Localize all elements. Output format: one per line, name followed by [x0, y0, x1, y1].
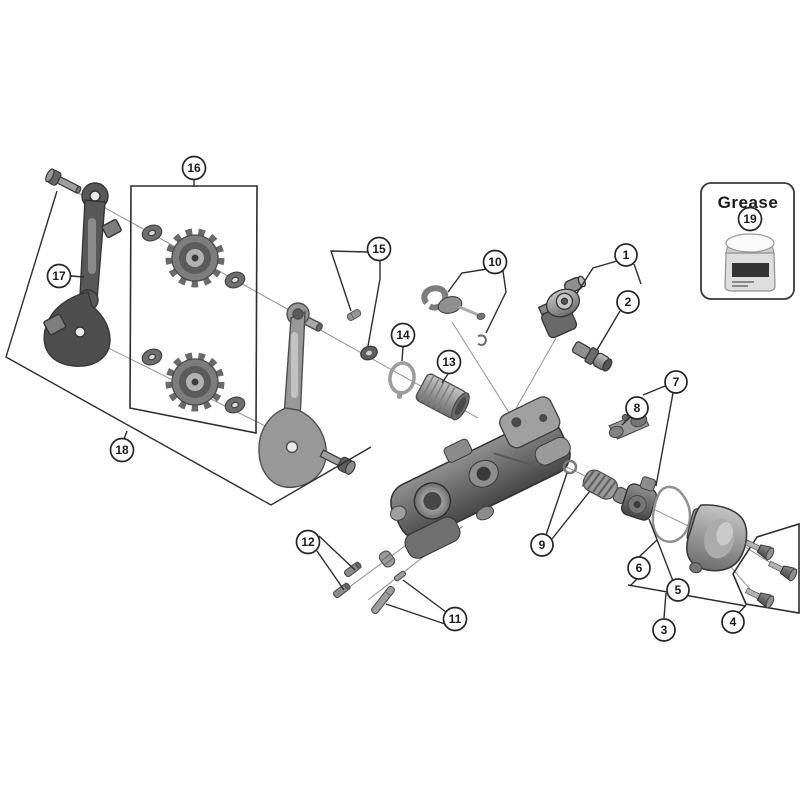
derailleur-body: [389, 396, 571, 559]
seal-ring: [388, 361, 416, 399]
grease-jar-illustration: [724, 233, 776, 292]
callout-2: 2: [616, 290, 640, 314]
callout-4: 4: [721, 610, 745, 634]
svg-text:9: 9: [539, 538, 546, 552]
callout-6: 6: [627, 556, 651, 580]
group-box-16: [129, 185, 258, 434]
callout-5: 5: [666, 578, 690, 602]
svg-text:4: 4: [730, 615, 737, 629]
svg-text:1: 1: [623, 248, 630, 262]
svg-text:16: 16: [187, 161, 201, 175]
callouts: 1 2 3 4 5 6 7 8 9 10 11 12 13 14 15 16 1…: [46, 155, 763, 642]
cover-screws: [744, 539, 798, 609]
axle-bolt: [571, 341, 613, 372]
small-pin: [393, 570, 407, 582]
svg-text:5: 5: [675, 583, 682, 597]
axle-washer: [360, 345, 378, 361]
callout-1: 1: [614, 243, 638, 267]
cable-clip: [477, 334, 488, 346]
callout-19: 19: [737, 206, 763, 232]
jockey-wheel-lower: [165, 352, 225, 412]
pulley-washers: [141, 224, 246, 414]
screw: [744, 539, 775, 561]
callout-12: 12: [295, 529, 321, 555]
callout-17: 17: [46, 263, 72, 289]
bracket-axle-unit: [537, 275, 587, 339]
grease-box: Grease: [700, 182, 795, 300]
svg-text:19: 19: [743, 212, 757, 226]
o-ring: [562, 459, 578, 475]
svg-text:13: 13: [442, 355, 456, 369]
callout-9: 9: [530, 533, 554, 557]
callout-16: 16: [181, 155, 207, 181]
threaded-cap: [415, 373, 470, 421]
callout-8: 8: [625, 396, 649, 420]
callout-brackets: [5, 180, 751, 625]
adjust-unit: [620, 476, 658, 521]
callout-11: 11: [442, 606, 468, 632]
set-screw: [332, 582, 351, 599]
svg-text:3: 3: [661, 623, 668, 637]
group-box-4: [732, 522, 800, 614]
plate-bolt-bottom: [319, 449, 356, 475]
callout-18: 18: [109, 437, 135, 463]
callout-7: 7: [664, 370, 688, 394]
inner-cage-plate: [258, 302, 327, 489]
svg-text:15: 15: [372, 242, 386, 256]
long-pin: [371, 585, 395, 615]
screw: [767, 560, 798, 582]
cable-fixing-parts: [332, 550, 407, 615]
svg-text:14: 14: [396, 328, 410, 342]
bushing-pin: [346, 309, 362, 321]
svg-text:6: 6: [636, 561, 643, 575]
roller: [378, 550, 396, 568]
screw: [744, 587, 775, 609]
callout-15: 15: [366, 236, 392, 262]
svg-text:17: 17: [52, 269, 66, 283]
grease-label: Grease: [718, 193, 779, 212]
svg-text:7: 7: [673, 375, 680, 389]
gasket: [651, 485, 692, 543]
svg-text:10: 10: [488, 255, 502, 269]
plate-bolt-top: [45, 168, 82, 194]
set-screw: [343, 561, 362, 578]
svg-text:8: 8: [634, 401, 641, 415]
svg-text:18: 18: [115, 443, 129, 457]
svg-text:12: 12: [301, 535, 315, 549]
svg-text:11: 11: [449, 612, 462, 626]
svg-text:2: 2: [625, 295, 632, 309]
callout-10: 10: [482, 249, 508, 275]
callout-3: 3: [652, 618, 676, 642]
cable-guide-hook: [421, 285, 486, 320]
outer-cage-plate: [43, 182, 122, 367]
callout-14: 14: [390, 322, 416, 348]
callout-13: 13: [436, 349, 462, 375]
jockey-wheel-upper: [165, 228, 225, 288]
motor-cover: [685, 504, 748, 574]
